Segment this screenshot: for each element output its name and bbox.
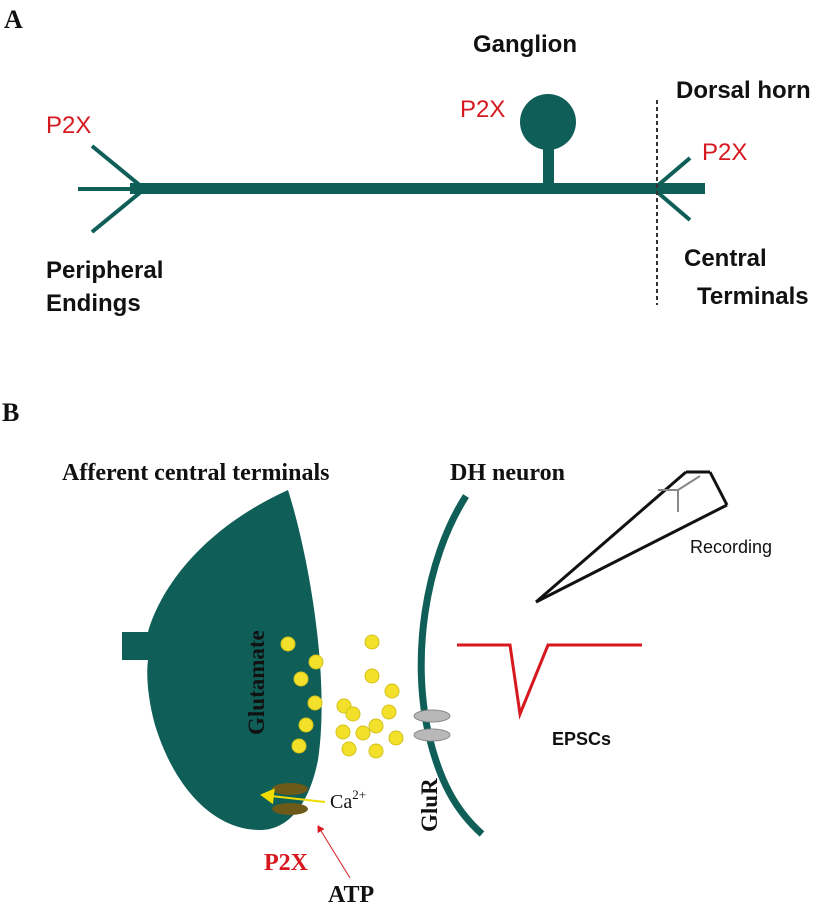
- ca-label: Ca2+: [330, 787, 366, 813]
- recording-electrode: [535, 470, 729, 604]
- glur-receptors: [413, 709, 451, 742]
- glur-label: GluR: [417, 778, 442, 832]
- ca-influx-arrow: [260, 788, 326, 805]
- axon: [130, 183, 705, 194]
- central-label-line1: Central: [684, 245, 767, 272]
- ganglion-soma: [520, 94, 576, 150]
- p2x-terminal-label: P2X: [264, 850, 309, 876]
- vesicles-inside: [280, 636, 324, 754]
- electrode-wire: [658, 475, 701, 512]
- peripheral-label-line2: Endings: [46, 290, 141, 317]
- ca-base: Ca: [330, 791, 352, 813]
- ganglion-stalk: [543, 148, 554, 186]
- central-label-line2: Terminals: [697, 283, 809, 310]
- ganglion-label: Ganglion: [473, 31, 577, 58]
- dorsal-horn-label: Dorsal horn: [676, 77, 811, 104]
- p2x-central-label: P2X: [702, 139, 747, 166]
- p2x-peripheral-label: P2X: [46, 112, 91, 139]
- atp-label: ATP: [328, 882, 374, 908]
- peripheral-label-line1: Peripheral: [46, 257, 163, 284]
- p2x-receptors: [272, 783, 308, 815]
- epsc-trace: [457, 643, 642, 720]
- dh-neuron-label: DH neuron: [450, 460, 565, 486]
- afferent-terminals-label: Afferent central terminals: [62, 460, 329, 486]
- afferent-terminal-bouton: [122, 490, 322, 830]
- recording-label: Recording: [690, 537, 772, 557]
- epscs-label: EPSCs: [552, 729, 611, 749]
- vesicles-cleft: [335, 634, 404, 759]
- panel-a-letter: A: [4, 5, 23, 34]
- ca-superscript: 2+: [352, 787, 366, 802]
- central-terminals-branches: [654, 156, 700, 222]
- panel-b-letter: B: [2, 398, 19, 427]
- atp-arrow: [317, 825, 351, 879]
- peripheral-endings-branches: [78, 144, 144, 234]
- p2x-ganglion-label: P2X: [460, 96, 505, 123]
- glutamate-label: Glutamate: [244, 630, 269, 735]
